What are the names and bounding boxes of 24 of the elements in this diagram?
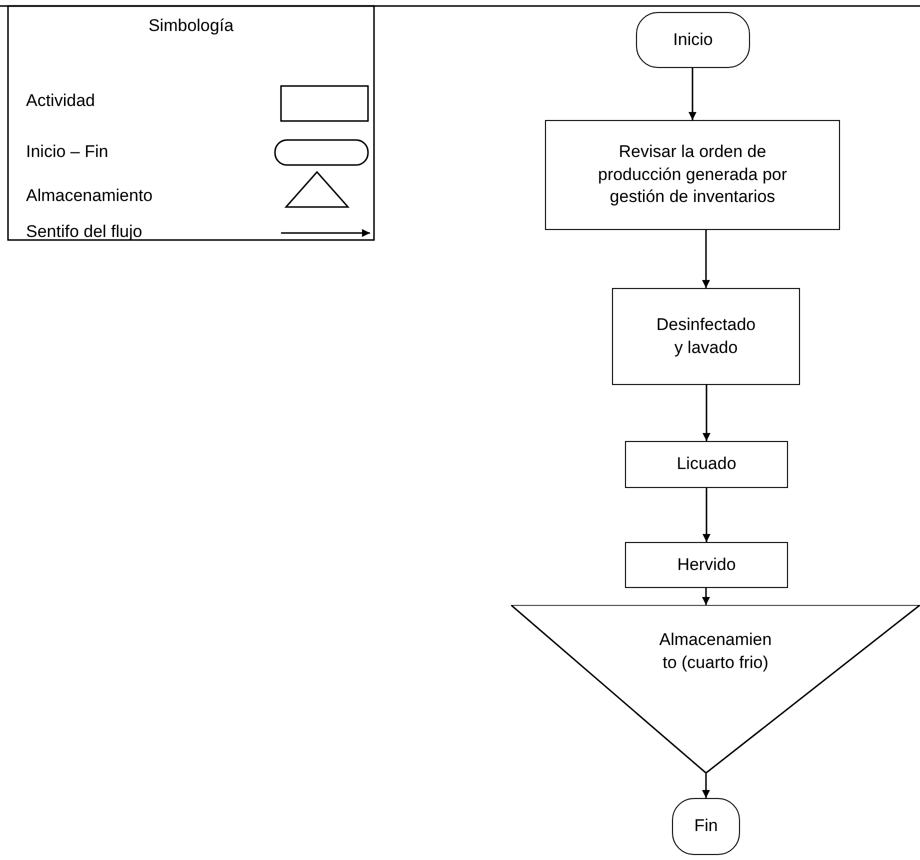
process-box <box>625 542 788 588</box>
process-box <box>625 441 788 488</box>
process-box <box>612 288 800 385</box>
node-label: Licuado <box>676 453 736 476</box>
legend-label: Inicio – Fin <box>26 142 108 162</box>
arrow <box>688 68 696 120</box>
arrow <box>702 230 710 288</box>
node-label: Hervido <box>677 554 736 576</box>
legend-label: Sentifo del flujo <box>26 222 142 242</box>
arrow <box>702 385 710 441</box>
terminal-box <box>672 798 740 855</box>
node-label: Desinfectado y lavado <box>655 314 757 358</box>
arrow <box>702 588 710 605</box>
node-label: Almacenamien to (cuarto frio) <box>658 629 773 674</box>
node-label: Fin <box>694 815 718 838</box>
node-label: Inicio <box>673 28 713 51</box>
legend-title: Simbología <box>147 16 235 36</box>
node-label: Revisar la orden de producción generada por gestión de inventarios <box>596 140 788 208</box>
terminal-box <box>636 12 750 68</box>
legend-label: Almacenamiento <box>26 186 153 206</box>
arrow <box>702 488 710 542</box>
legend-label: Actividad <box>26 91 95 111</box>
arrow <box>702 773 710 798</box>
process-box <box>545 120 840 230</box>
